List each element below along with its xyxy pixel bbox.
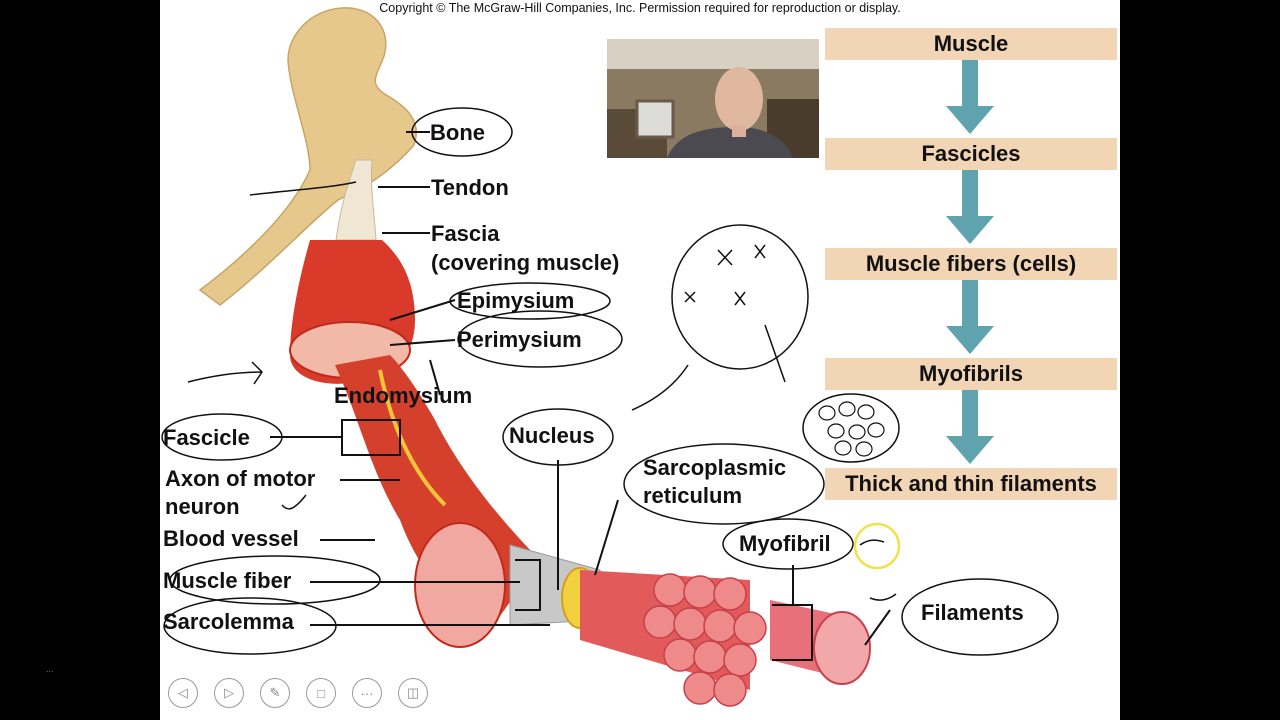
muscle-anatomy-figure	[161, 7, 1059, 707]
fascicle-cross-section	[414, 522, 506, 648]
label-fascia-sub: (covering muscle)	[431, 250, 620, 275]
axon	[378, 369, 447, 507]
flow-box-filaments: Thick and thin filaments	[825, 468, 1117, 500]
label-fascia: Fascia	[431, 221, 500, 246]
label-perimysium: Perimysium	[457, 327, 582, 352]
flow-box-muscle: Muscle	[825, 28, 1117, 60]
label-nucleus: Nucleus	[509, 423, 595, 448]
flow-box-myofibrils: Myofibrils	[825, 358, 1117, 390]
label-endomysium: Endomysium	[334, 383, 473, 408]
bone-shape	[198, 7, 417, 306]
flow-box-fascicles: Fascicles	[825, 138, 1117, 170]
label-epimysium: Epimysium	[457, 288, 575, 313]
previous-icon[interactable]: ◁	[168, 678, 198, 708]
presentation-controls: ◁ ▷ ✎ □ ··· ◫	[168, 678, 428, 708]
side-mark: ...	[46, 664, 54, 674]
label-blood-vessel: Blood vessel	[163, 526, 299, 551]
next-icon[interactable]: ▷	[214, 678, 244, 708]
pen-icon[interactable]: ✎	[260, 678, 290, 708]
label-tendon: Tendon	[431, 175, 509, 200]
highlight-circle	[853, 522, 901, 570]
label-sarcoplasmic: Sarcoplasmic	[643, 455, 787, 480]
handwritten-marks	[187, 181, 897, 601]
label-fascicle: Fascicle	[163, 425, 250, 450]
presenter-video	[607, 39, 819, 158]
leader-lines	[270, 131, 891, 661]
label-axon-sub: neuron	[165, 494, 240, 519]
flow-arrows	[946, 60, 994, 464]
screen-icon[interactable]: □	[306, 678, 336, 708]
label-reticulum: reticulum	[643, 483, 743, 508]
slide: Copyright © The McGraw-Hill Companies, I…	[160, 0, 1120, 720]
lasso-cells	[818, 401, 885, 457]
label-sarcolemma: Sarcolemma	[163, 609, 294, 634]
label-muscle-fiber: Muscle fiber	[163, 568, 292, 593]
label-axon: Axon of motor	[165, 466, 316, 491]
annotation-circles	[161, 107, 1059, 656]
copyright-text: Copyright © The McGraw-Hill Companies, I…	[379, 1, 901, 15]
present-icon[interactable]: ◫	[398, 678, 428, 708]
label-filaments: Filaments	[921, 600, 1024, 625]
flow-box-muscle-fibers: Muscle fibers (cells)	[825, 248, 1117, 280]
label-bone: Bone	[430, 120, 485, 145]
myofibril-end	[813, 611, 871, 685]
myofibril-ends	[643, 573, 767, 707]
more-icon[interactable]: ···	[352, 678, 382, 708]
label-myofibril: Myofibril	[739, 531, 831, 556]
webcam-overlay	[607, 39, 819, 158]
